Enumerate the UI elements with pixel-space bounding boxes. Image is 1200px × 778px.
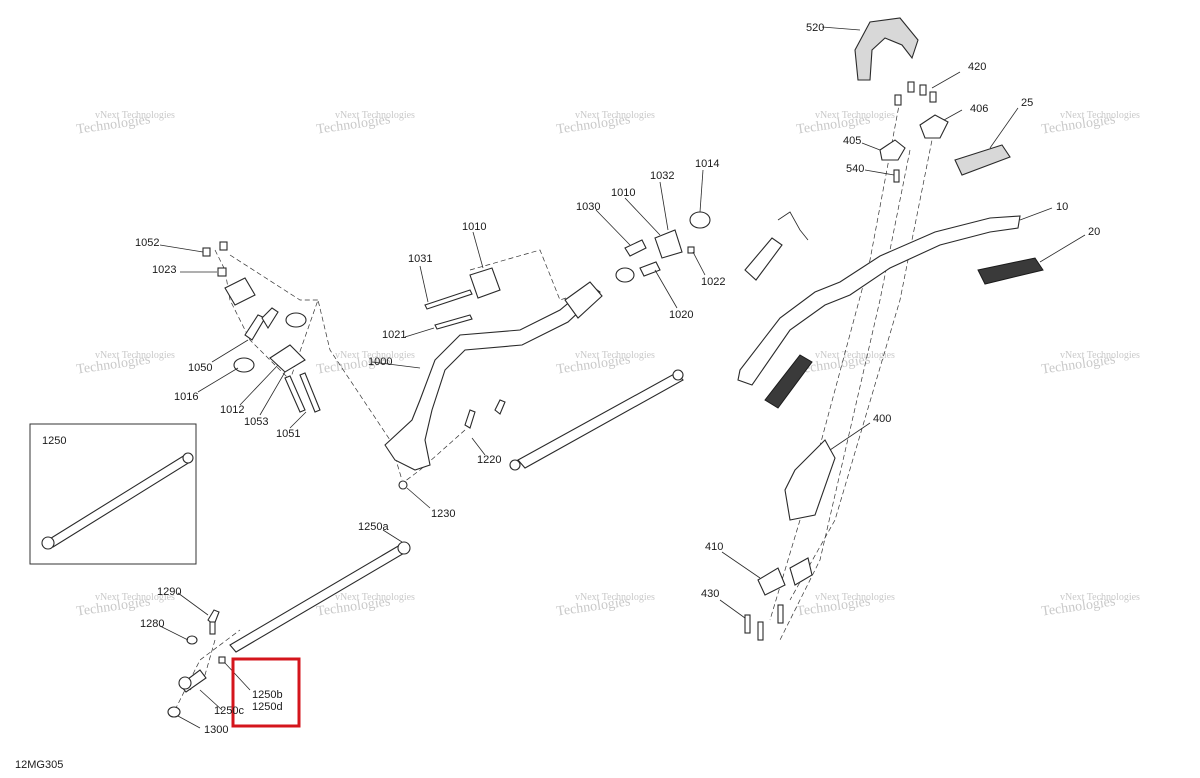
watermark-text: vNext Technologies bbox=[1060, 110, 1140, 121]
screw-1021-part bbox=[404, 314, 473, 338]
watermark-text: vNext Technologies bbox=[335, 350, 415, 361]
bolt-1290-part bbox=[177, 592, 220, 635]
callout-labels: 520 420 406 25 405 540 10 20 1014 1032 1… bbox=[42, 22, 1100, 736]
callout-406: 406 bbox=[970, 103, 988, 115]
screw-540 bbox=[864, 169, 900, 183]
watermark-text: vNext Technologies bbox=[815, 350, 895, 361]
watermark-text: vNext Technologies bbox=[335, 110, 415, 121]
rod-end-1250c-part bbox=[178, 669, 223, 711]
handlebar-part bbox=[737, 207, 1053, 386]
watermark-text: vNext Technologies bbox=[575, 592, 655, 603]
nut-1022-part bbox=[687, 246, 706, 276]
clamp-part bbox=[861, 109, 963, 161]
ring-1014-part bbox=[689, 169, 711, 229]
diagram-code: 12MG305 bbox=[15, 759, 63, 771]
callout-1050: 1050 bbox=[188, 362, 212, 374]
callout-1250b: 1250b bbox=[252, 689, 283, 701]
riser-part bbox=[784, 422, 871, 521]
callout-1020: 1020 bbox=[669, 309, 693, 321]
callout-1290: 1290 bbox=[157, 586, 181, 598]
callout-1030: 1030 bbox=[576, 201, 600, 213]
clamp-410-part bbox=[721, 551, 813, 596]
callout-430: 430 bbox=[701, 588, 719, 600]
callout-405: 405 bbox=[843, 135, 861, 147]
callout-1280: 1280 bbox=[140, 618, 164, 630]
callout-420: 420 bbox=[968, 61, 986, 73]
callout-1032: 1032 bbox=[650, 170, 674, 182]
callout-520: 520 bbox=[806, 22, 824, 34]
watermark-text: vNext Technologies bbox=[95, 592, 175, 603]
callout-1012: 1012 bbox=[220, 404, 244, 416]
hand-warmer-part bbox=[954, 107, 1019, 176]
callout-1022: 1022 bbox=[701, 276, 725, 288]
guard-part bbox=[821, 17, 919, 81]
highlight-box bbox=[231, 657, 301, 728]
callout-20: 20 bbox=[1088, 226, 1100, 238]
grip-part bbox=[977, 234, 1086, 285]
callout-1031: 1031 bbox=[408, 253, 432, 265]
washer-1280-part bbox=[159, 625, 198, 645]
watermark-text: vNext Technologies bbox=[95, 110, 175, 121]
bushing-1010b-part bbox=[624, 197, 683, 259]
callout-540: 540 bbox=[846, 163, 864, 175]
watermark-text: vNext Technologies bbox=[335, 592, 415, 603]
callout-400: 400 bbox=[873, 413, 891, 425]
tie-rod-part bbox=[229, 529, 411, 653]
callout-410: 410 bbox=[705, 541, 723, 553]
tie-rod-inset bbox=[29, 423, 197, 565]
callout-25: 25 bbox=[1021, 97, 1033, 109]
callout-1052: 1052 bbox=[135, 237, 159, 249]
screw-1220-part bbox=[464, 399, 506, 456]
callout-1023: 1023 bbox=[152, 264, 176, 276]
callout-1016: 1016 bbox=[174, 391, 198, 403]
nut-1032-part bbox=[659, 181, 669, 231]
nut-1250b-part bbox=[218, 656, 251, 691]
callout-1014: 1014 bbox=[695, 158, 719, 170]
callout-1250: 1250 bbox=[42, 435, 66, 447]
callout-1010-left: 1010 bbox=[462, 221, 486, 233]
watermark-text: vNext Technologies bbox=[1060, 350, 1140, 361]
watermark-text: vNext Technologies bbox=[1060, 592, 1140, 603]
callout-1010-right: 1010 bbox=[611, 187, 635, 199]
watermark-text: vNext Technologies bbox=[95, 350, 175, 361]
wire-bracket-part bbox=[744, 211, 809, 281]
left-column-group bbox=[159, 241, 321, 429]
watermark-text: vNext Technologies bbox=[815, 110, 895, 121]
screws-420 bbox=[894, 71, 961, 106]
steering-column-part bbox=[371, 281, 603, 471]
nut-1300-part bbox=[167, 706, 201, 729]
watermark-text: vNext Technologies bbox=[815, 592, 895, 603]
callout-1250d: 1250d bbox=[252, 701, 283, 713]
screw-1031-part bbox=[419, 265, 473, 310]
watermark-text: vNext Technologies bbox=[575, 350, 655, 361]
callout-1250c: 1250c bbox=[214, 705, 244, 717]
grip-left-part bbox=[764, 354, 813, 409]
tie-rod-center-part bbox=[509, 369, 684, 471]
watermark-text: vNext Technologies bbox=[575, 110, 655, 121]
screws-430 bbox=[719, 599, 784, 641]
callout-1220: 1220 bbox=[477, 454, 501, 466]
callout-1250a: 1250a bbox=[358, 521, 389, 533]
ring-1020-part bbox=[615, 261, 678, 309]
bushing-1010-part bbox=[469, 231, 501, 299]
callout-10: 10 bbox=[1056, 201, 1068, 213]
callout-1021: 1021 bbox=[382, 329, 406, 341]
callout-1051: 1051 bbox=[276, 428, 300, 440]
callout-1300: 1300 bbox=[204, 724, 228, 736]
pin-1030-part bbox=[595, 209, 647, 257]
callout-1000: 1000 bbox=[368, 356, 392, 368]
callout-1230: 1230 bbox=[431, 508, 455, 520]
callout-1053: 1053 bbox=[244, 416, 268, 428]
nut-1230-part bbox=[398, 480, 431, 509]
